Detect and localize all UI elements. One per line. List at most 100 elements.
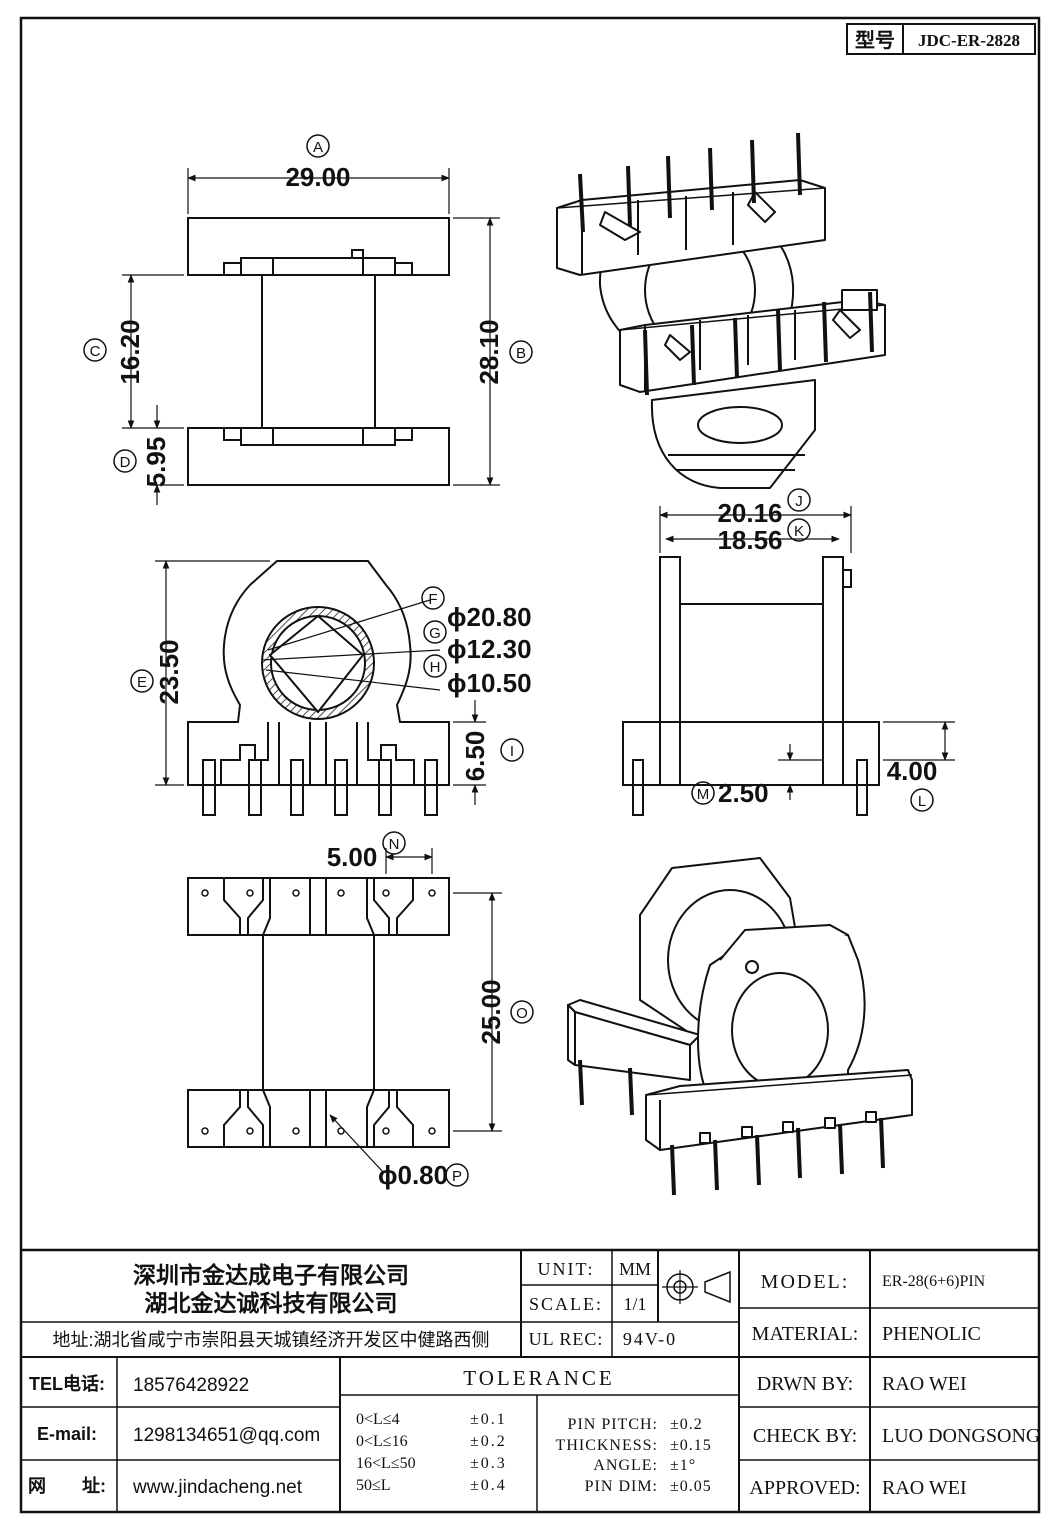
model-number-box: 型号 JDC-ER-2828 <box>846 23 1036 55</box>
thickness-value: ±0.15 <box>670 1437 712 1454</box>
dim-e: E 23.50 <box>130 639 184 705</box>
unit-value: MM <box>619 1259 651 1279</box>
material-value: PHENOLIC <box>882 1323 981 1345</box>
tel-label: TEL电话: <box>29 1373 105 1394</box>
dim-c-value: 16.20 <box>115 319 145 384</box>
angle-label: ANGLE: <box>593 1457 658 1474</box>
dim-h-tag: H <box>430 659 441 676</box>
dim-n-tag: N <box>389 836 400 853</box>
dim-o-value: 25.00 <box>476 979 506 1044</box>
dim-a-tag: A <box>313 139 323 156</box>
dim-b-value: 28.10 <box>474 319 504 384</box>
dim-m-value: 2.50 <box>718 778 769 808</box>
model-value: ER-28(6+6)PIN <box>882 1273 986 1290</box>
drawn-label: DRWN BY: <box>757 1373 854 1395</box>
dim-n-value: 5.00 <box>327 842 378 872</box>
email-value: 1298134651@qq.com <box>133 1425 320 1446</box>
dim-f-value: ϕ20.80 <box>447 602 532 632</box>
pin-pitch-label: PIN PITCH: <box>568 1416 658 1433</box>
dim-p-value: ϕ0.80 <box>378 1160 448 1190</box>
pin-tolerance: PIN PITCH: ±0.2 THICKNESS: ±0.15 ANGLE: … <box>556 1416 712 1495</box>
dim-j-tag: J <box>795 493 803 510</box>
web-label: 网 址: <box>28 1476 106 1496</box>
dim-i-tag: I <box>510 743 514 760</box>
dim-d-value: 5.95 <box>141 437 171 488</box>
approved-value: RAO WEI <box>882 1477 967 1499</box>
dim-a-value: 29.00 <box>285 162 350 192</box>
company-name-2: 湖北金达诚科技有限公司 <box>145 1290 398 1316</box>
dim-p: ϕ0.80 P <box>378 1160 469 1190</box>
email-label: E-mail: <box>37 1424 97 1444</box>
tol-value-3: ±0.3 <box>470 1455 507 1472</box>
dim-i-value: 6.50 <box>460 731 490 782</box>
dim-g-tag: G <box>429 625 441 642</box>
title-block <box>21 1248 1039 1512</box>
isometric-view-bottom <box>567 857 913 1196</box>
pin-pitch-value: ±0.2 <box>670 1416 703 1433</box>
dim-h: H ϕ10.50 <box>423 654 532 698</box>
dim-n: 5.00 N <box>327 831 406 872</box>
tolerance-table: 0<L≤4 ±0.1 0<L≤16 ±0.2 16<L≤50 ±0.3 50≤L… <box>356 1411 507 1494</box>
dim-j-value: 20.16 <box>717 498 782 528</box>
model-number-value: JDC-ER-2828 <box>918 31 1020 50</box>
check-label: CHECK BY: <box>753 1425 857 1447</box>
tol-value-2: ±0.2 <box>470 1433 507 1450</box>
side-view <box>622 506 955 816</box>
dim-c-tag: C <box>90 343 101 360</box>
web-value: www.jindacheng.net <box>132 1477 303 1498</box>
dim-i: 6.50 I <box>460 731 524 782</box>
tol-range-3: 16<L≤50 <box>356 1455 416 1472</box>
material-label: MATERIAL: <box>752 1323 859 1345</box>
pin-dim-value: ±0.05 <box>670 1478 712 1495</box>
tol-value-1: ±0.1 <box>470 1411 507 1428</box>
company-address: 地址:湖北省咸宁市崇阳县天城镇经济开发区中健路西侧 <box>53 1330 490 1350</box>
pin-dim-label: PIN DIM: <box>585 1478 658 1495</box>
dim-b: 28.10 B <box>474 319 533 385</box>
tol-range-4: 50≤L <box>356 1477 391 1494</box>
drawn-value: RAO WEI <box>882 1373 967 1395</box>
dim-h-value: ϕ10.50 <box>447 668 532 698</box>
dim-p-tag: P <box>452 1168 462 1185</box>
check-value: LUO DONGSONG <box>882 1425 1040 1447</box>
tol-value-4: ±0.4 <box>470 1477 507 1494</box>
company-name-1: 深圳市金达成电子有限公司 <box>133 1262 409 1288</box>
approved-label: APPROVED: <box>749 1477 860 1499</box>
model-number-label: 型号 <box>855 29 895 52</box>
dim-l-tag: L <box>918 793 926 810</box>
thickness-label: THICKNESS: <box>556 1437 658 1454</box>
front-view <box>155 560 486 816</box>
dim-o: 25.00 O <box>476 979 534 1045</box>
outer-frame <box>19 16 1041 1514</box>
dim-o-tag: O <box>516 1005 528 1022</box>
dim-l-value: 4.00 <box>887 756 938 786</box>
tol-range-1: 0<L≤4 <box>356 1411 400 1428</box>
dim-g-value: ϕ12.30 <box>447 634 532 664</box>
dim-b-tag: B <box>516 345 526 362</box>
dim-k: 18.56 K <box>717 518 811 555</box>
dim-m-tag: M <box>697 786 710 803</box>
dim-d: D 5.95 <box>113 437 171 488</box>
dim-f: F ϕ20.80 <box>421 586 532 632</box>
dim-d-tag: D <box>120 454 131 471</box>
dim-c: C 16.20 <box>83 319 145 385</box>
dim-a: A 29.00 <box>285 134 351 192</box>
unit-label: UNIT: <box>537 1259 594 1279</box>
tel-value: 18576428922 <box>133 1375 249 1396</box>
dim-g: G ϕ12.30 <box>423 620 532 664</box>
dim-k-tag: K <box>794 523 804 540</box>
tol-range-2: 0<L≤16 <box>356 1433 408 1450</box>
dim-j: 20.16 J <box>717 488 811 528</box>
dim-e-tag: E <box>137 674 147 691</box>
scale-label: SCALE: <box>529 1294 603 1314</box>
dim-k-value: 18.56 <box>717 525 782 555</box>
bottom-view <box>187 848 502 1174</box>
model-label: MODEL: <box>761 1271 850 1293</box>
dim-f-tag: F <box>428 591 437 608</box>
tolerance-title: TOLERANCE <box>463 1366 614 1390</box>
dim-l: 4.00 L <box>887 756 938 812</box>
ulrec-value: 94V-0 <box>623 1329 677 1349</box>
scale-value: 1/1 <box>623 1294 646 1314</box>
ulrec-label: UL REC: <box>529 1329 604 1349</box>
dim-m: M 2.50 <box>691 778 769 808</box>
